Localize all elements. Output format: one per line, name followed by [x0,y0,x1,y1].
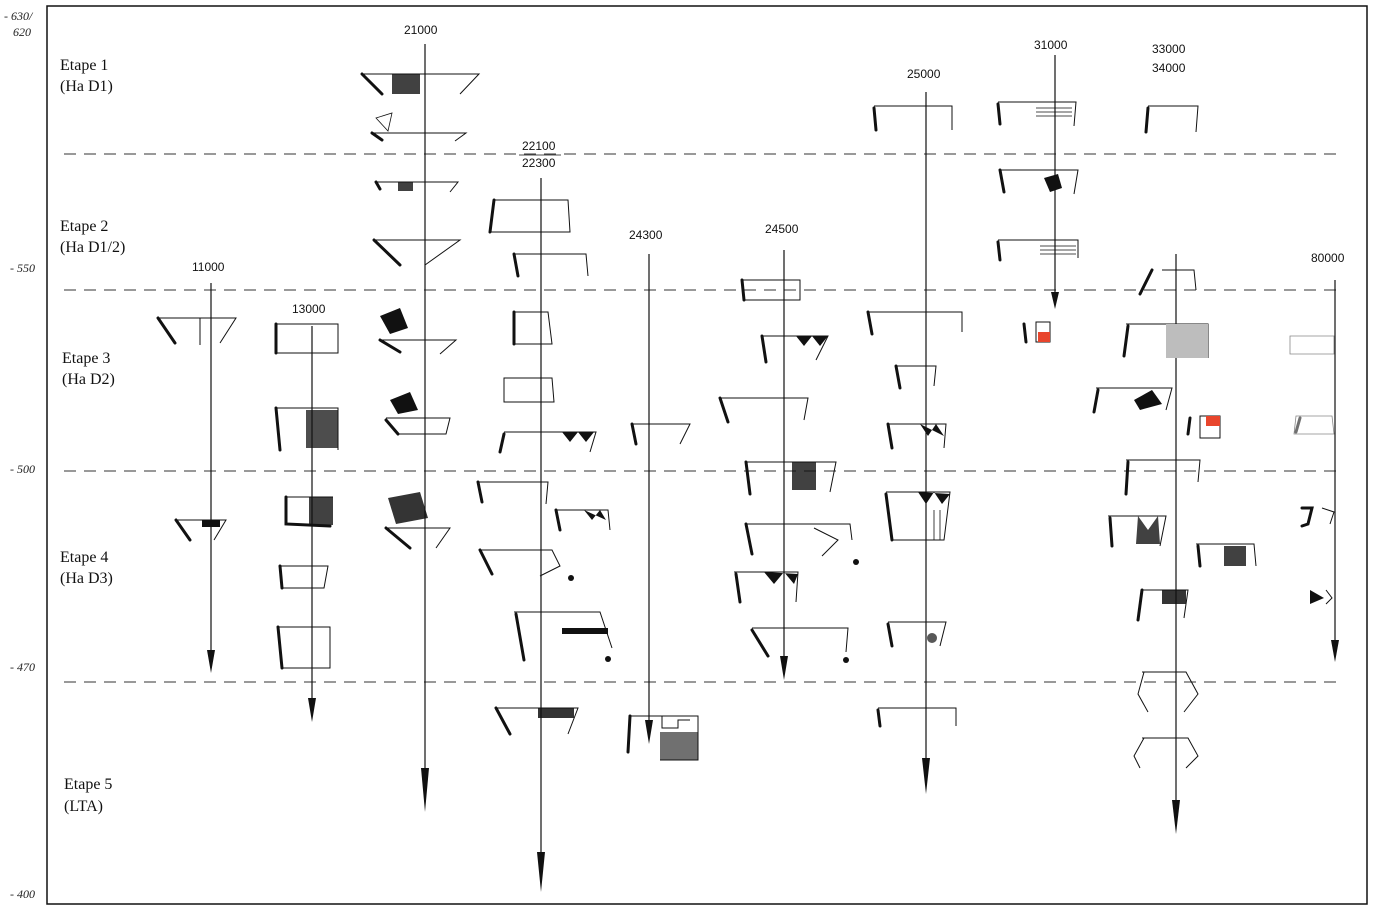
stage-5-period: (LTA) [64,798,103,815]
pottery-sherd [874,106,952,130]
pottery-sherd [280,566,328,588]
pottery-sherd [1196,544,1256,566]
date-label-470: - 470 [10,660,35,674]
sequence-label: 80000 [1311,251,1345,265]
pottery-sherd [158,318,236,345]
pottery-sherd [514,312,552,344]
pottery-sherd [762,336,828,362]
sequence-label: 13000 [292,302,326,316]
pottery-sherd [720,398,808,422]
ceramic-drawings [158,74,1334,768]
arrow-head [308,698,316,722]
pottery-sherd [276,324,338,353]
pottery-sherd [372,113,466,141]
diagram-frame [47,6,1367,904]
pottery-sherd [752,628,849,663]
pottery-sherd [176,520,226,540]
pottery-sherd [1138,590,1188,620]
pottery-sherd [1094,388,1172,412]
pottery-sherd [1302,508,1334,526]
sequence-label: 22100 [522,139,556,153]
stage-2-title: Etape 2 [60,218,108,235]
sequence-label: 24300 [629,228,663,242]
pottery-sherd [1146,106,1198,132]
arrow-head [421,768,429,812]
stage-1-period: (Ha D1) [60,78,113,95]
arrow-head [537,852,545,892]
pottery-sherd [888,424,946,448]
sequence-label: 22300 [522,156,556,170]
pottery-sherd [746,462,836,494]
pottery-sherd [556,510,610,530]
arrow-head [207,650,215,673]
stage-1-title: Etape 1 [60,57,108,74]
stage-4-title: Etape 4 [60,549,108,566]
sequence-label: 34000 [1152,61,1186,75]
pottery-sherd [362,74,479,94]
sequence-label: 31000 [1034,38,1068,52]
date-label-620: 620 [13,25,31,39]
pottery-sherd [380,308,456,354]
pottery-sherd [478,482,548,504]
pottery-sherd [1188,416,1220,438]
pottery-sherd [1126,460,1200,494]
pottery-sherd [376,182,458,192]
pottery-sherd [888,622,946,646]
sequence-arrows [207,44,1339,892]
arrow-head [1172,800,1180,834]
pottery-sherd [1294,416,1334,434]
pottery-sherd [886,492,950,540]
pottery-sherd [286,497,333,526]
pottery-sherd [1024,322,1050,342]
pottery-sherd [868,312,962,334]
pottery-sherd [628,716,698,760]
pottery-sherd [514,612,612,662]
pottery-sherd [386,392,450,434]
pottery-sherd [896,366,936,388]
pottery-sherd [1290,336,1334,354]
pottery-sherd [278,627,330,668]
pottery-sherd [878,708,956,726]
stage-4-period: (Ha D3) [60,570,113,587]
pottery-sherd [374,240,460,265]
pottery-sherd [1108,516,1166,546]
pottery-sherd [276,408,338,450]
pottery-sherd [998,102,1076,126]
stage-3-title: Etape 3 [62,350,110,367]
sequence-label: 33000 [1152,42,1186,56]
date-label-550: - 550 [10,261,35,275]
pottery-sherd [514,254,588,276]
pottery-sherd [1138,672,1198,712]
pottery-sherd [480,550,574,581]
date-label-500: - 500 [10,462,35,476]
date-label-630: - 630/ [4,9,34,23]
pottery-sherd [386,492,450,548]
pottery-sherd [496,708,578,734]
pottery-sherd [1134,738,1198,768]
stage-3-period: (Ha D2) [62,371,115,388]
pottery-sherd [504,378,554,402]
sequence-label: 24500 [765,222,799,236]
pottery-sherd [1000,170,1078,194]
arrow-head [1331,640,1339,662]
pottery-sherd [734,572,798,602]
pottery-sherd [500,432,596,452]
stage-5-title: Etape 5 [64,776,112,793]
pottery-sherd [632,424,690,444]
arrow-head [780,656,788,680]
sequence-label: 21000 [404,23,438,37]
date-label-400: - 400 [10,887,35,901]
pottery-sherd [1124,324,1208,358]
pottery-sherd [746,524,859,565]
sequence-label: 11000 [192,260,225,274]
sequence-label: 25000 [907,67,941,81]
arrow-head [1051,292,1059,309]
arrow-head [922,758,930,794]
pottery-sherd [1310,590,1332,604]
pottery-sherd [998,240,1078,260]
stage-2-period: (Ha D1/2) [60,239,125,256]
arrow-head [645,720,653,744]
pottery-sherd [490,200,570,232]
